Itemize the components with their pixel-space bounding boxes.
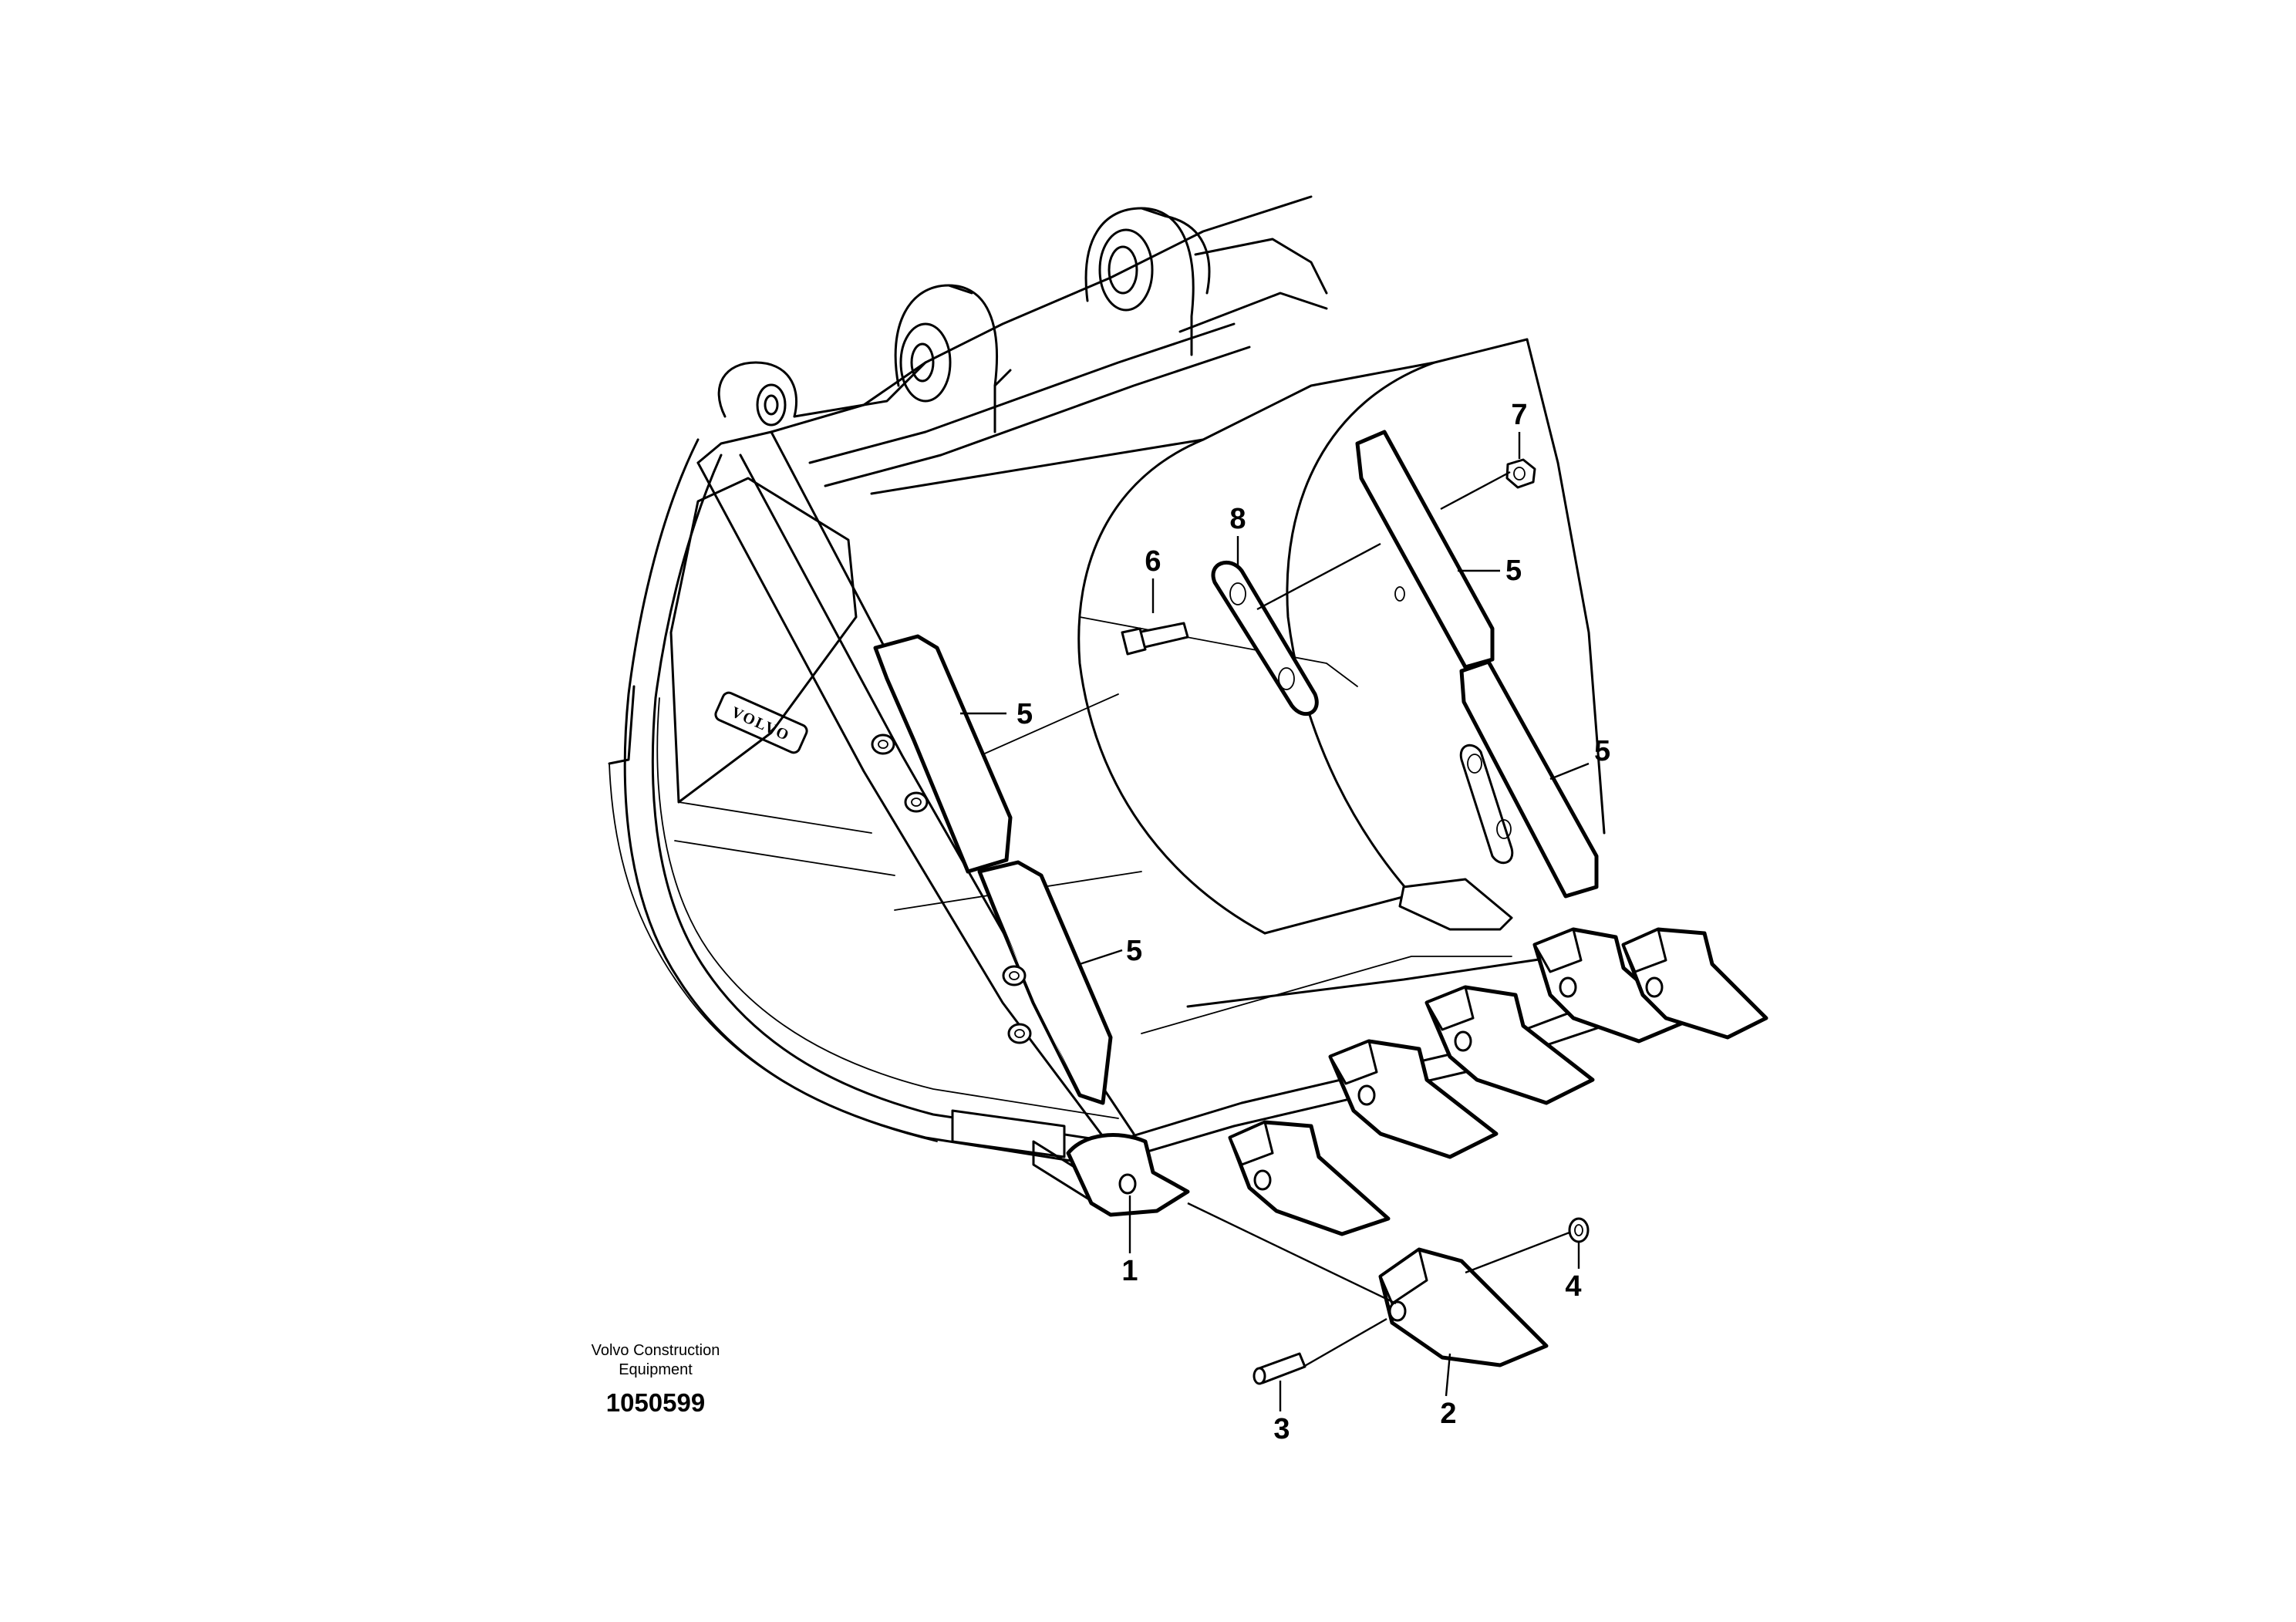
side-shroud-lower-right — [1459, 659, 1599, 899]
side-shroud-upper-right — [1355, 430, 1495, 669]
callout-labels: 1 2 3 4 5 5 5 5 6 7 8 — [1017, 399, 1610, 1445]
callout-5-lower-left: 5 — [1126, 935, 1142, 967]
side-shroud-upper-left — [871, 634, 1013, 874]
callout-5-upper-right: 5 — [1505, 555, 1522, 587]
maker-block: Volvo Construction Equipment 1050599 — [592, 1342, 720, 1417]
leader-lines — [960, 432, 1590, 1411]
side-shroud-lower-left — [977, 860, 1113, 1105]
callout-1: 1 — [1121, 1255, 1138, 1287]
part-2-tooth — [1378, 1247, 1549, 1367]
maker-line-1: Volvo Construction — [592, 1342, 720, 1359]
callout-5-upper-left: 5 — [1017, 698, 1033, 730]
part-3-pin — [1253, 1352, 1306, 1385]
callout-7: 7 — [1511, 399, 1527, 431]
part-4-retainer — [1568, 1217, 1590, 1243]
bolt-head — [871, 733, 929, 813]
bolt-head — [1002, 965, 1032, 1044]
mount-bracket — [717, 207, 1328, 487]
part-6-bolt — [1121, 622, 1189, 656]
callout-2: 2 — [1440, 1398, 1456, 1430]
teeth-row — [1066, 927, 1768, 1236]
maker-line-2: Equipment — [619, 1361, 693, 1378]
callout-5-lower-right: 5 — [1594, 735, 1610, 767]
callout-4: 4 — [1565, 1270, 1581, 1303]
callout-3: 3 — [1273, 1413, 1290, 1445]
reference-number: 1050599 — [606, 1388, 705, 1417]
part-7-nut — [1505, 458, 1536, 489]
callout-6: 6 — [1145, 545, 1161, 578]
callout-8: 8 — [1229, 503, 1246, 535]
bolt-slot — [1459, 744, 1514, 865]
part-8-plate — [1211, 560, 1319, 717]
